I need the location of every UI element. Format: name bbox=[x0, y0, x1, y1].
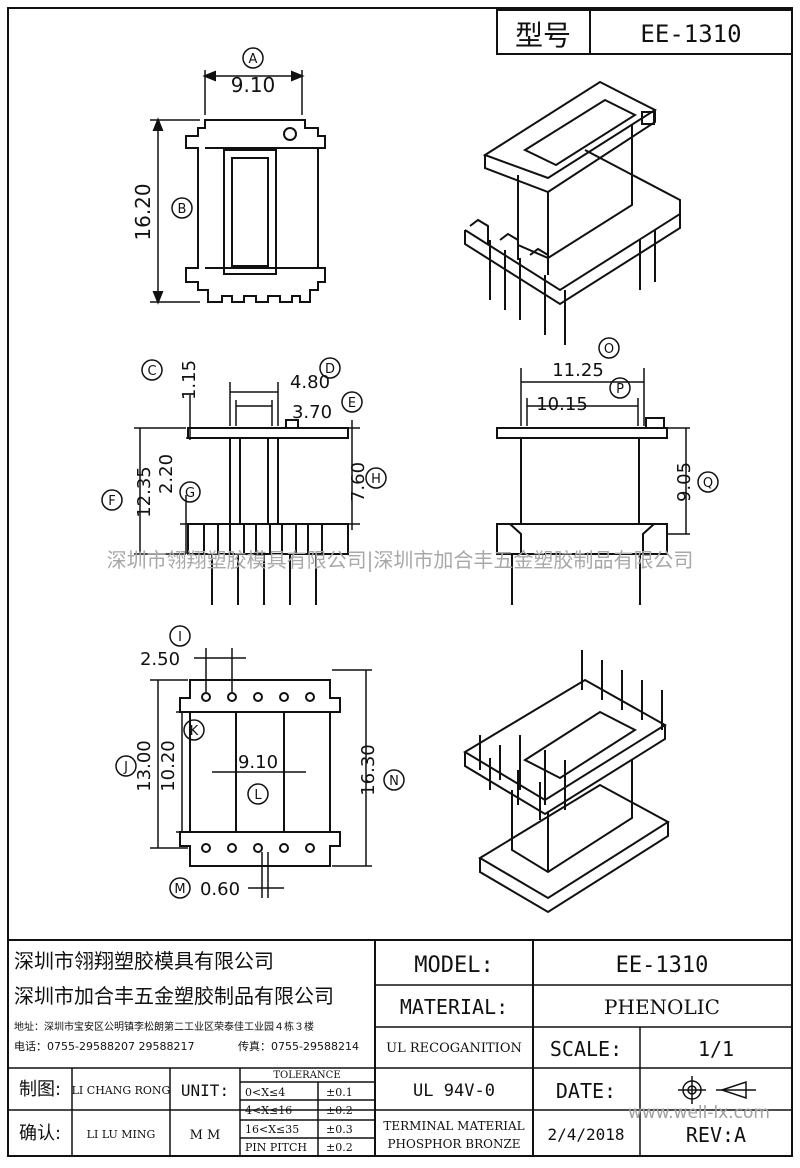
drawn-by-label: 制图: bbox=[19, 1079, 61, 1100]
dim-letter-e: E bbox=[348, 396, 356, 411]
dim-value-g: 2.20 bbox=[156, 454, 177, 494]
company-address: 地址：深圳市宝安区公明镇李松朗第二工业区荣泰佳工业园４栋３楼 bbox=[14, 1020, 314, 1033]
dim-value-o: 11.25 bbox=[552, 360, 604, 381]
company-fax: 传真：0755-29588214 bbox=[238, 1039, 359, 1053]
checked-by-value: LI LU MING bbox=[87, 1128, 156, 1141]
dim-letter-i: I bbox=[178, 630, 182, 645]
tolerance-value-2: ±0.2 bbox=[326, 1104, 353, 1117]
dim-value-j: 13.00 bbox=[134, 740, 155, 792]
terminal-material-value: PHOSPHOR BRONZE bbox=[387, 1137, 520, 1151]
tolerance-range-2: 4<X≤16 bbox=[245, 1104, 292, 1117]
unit-value: M M bbox=[190, 1128, 221, 1143]
unit-label: UNIT: bbox=[181, 1081, 229, 1100]
dim-letter-a: A bbox=[249, 52, 258, 67]
header-model-box: 型号 EE-1310 bbox=[496, 9, 793, 55]
drawn-by-value: LI CHANG RONG bbox=[72, 1084, 171, 1097]
ul-value: UL 94V-0 bbox=[413, 1081, 495, 1101]
dim-value-a: 9.10 bbox=[231, 73, 276, 97]
iso-view-top bbox=[464, 80, 681, 345]
sheet-border bbox=[7, 7, 793, 1157]
ul-label: UL RECOGANITION bbox=[386, 1041, 522, 1056]
dim-value-m: 0.60 bbox=[200, 879, 240, 900]
company-name-1: 深圳市翎翔塑胶模具有限公司 bbox=[14, 949, 274, 973]
bottom-view bbox=[115, 625, 405, 899]
dim-letter-j: J bbox=[123, 760, 128, 775]
dim-letter-m: M bbox=[174, 882, 185, 897]
tolerance-range-3: 16<X≤35 bbox=[245, 1123, 299, 1136]
material-label: MATERIAL: bbox=[400, 995, 508, 1019]
dim-value-l: 9.10 bbox=[238, 752, 278, 773]
dim-value-q: 9.05 bbox=[674, 462, 695, 502]
dim-letter-q: Q bbox=[703, 476, 713, 491]
dim-letter-n: N bbox=[389, 774, 399, 789]
scale-value: 1/1 bbox=[698, 1037, 734, 1061]
dim-letter-k: K bbox=[190, 724, 199, 739]
title-block-grid bbox=[8, 939, 792, 1156]
top-view bbox=[150, 47, 326, 305]
revision: REV:A bbox=[686, 1123, 746, 1147]
dim-value-h: 7.60 bbox=[348, 462, 369, 502]
side-view bbox=[496, 337, 719, 605]
date-value: 2/4/2018 bbox=[547, 1125, 624, 1144]
tolerance-value-1: ±0.1 bbox=[326, 1086, 353, 1099]
dim-letter-l: L bbox=[254, 788, 262, 803]
dim-value-p: 10.15 bbox=[536, 394, 588, 415]
dim-value-e: 3.70 bbox=[292, 402, 332, 423]
projection-symbol-icon bbox=[678, 1076, 756, 1104]
scale-label: SCALE: bbox=[550, 1037, 622, 1061]
watermark-site: www.well-lx.com bbox=[628, 1103, 770, 1123]
header-model-value: EE-1310 bbox=[640, 20, 741, 48]
dim-letter-o: O bbox=[604, 342, 614, 357]
company-phone: 电话：0755-29588207 29588217 bbox=[14, 1040, 194, 1053]
watermark-text: 深圳市翎翔塑胶模具有限公司|深圳市加合丰五金塑胶制品有限公司 bbox=[107, 548, 694, 572]
dim-letter-p: P bbox=[616, 382, 624, 397]
dim-value-c: 1.15 bbox=[179, 360, 200, 400]
dim-letter-h: H bbox=[371, 472, 381, 487]
dim-letter-g: G bbox=[185, 486, 195, 501]
tolerance-value-3: ±0.3 bbox=[326, 1123, 353, 1136]
tolerance-range-4: PIN PITCH bbox=[245, 1141, 307, 1154]
date-label: DATE: bbox=[556, 1079, 616, 1103]
dim-value-i: 2.50 bbox=[140, 649, 180, 670]
checked-by-label: 确认: bbox=[19, 1123, 61, 1144]
dim-letter-d: D bbox=[325, 362, 335, 377]
company-name-2: 深圳市加合丰五金塑胶制品有限公司 bbox=[14, 984, 334, 1008]
dim-value-d: 4.80 bbox=[290, 372, 330, 393]
model-value: EE-1310 bbox=[616, 953, 709, 978]
front-view bbox=[101, 357, 387, 605]
material-value: PHENOLIC bbox=[604, 995, 720, 1019]
iso-view-bottom bbox=[463, 650, 670, 914]
model-label: MODEL: bbox=[414, 953, 493, 978]
dim-value-b: 16.20 bbox=[131, 183, 155, 240]
terminal-material-label: TERMINAL MATERIAL bbox=[383, 1119, 524, 1133]
header-model-label: 型号 bbox=[515, 19, 571, 52]
dim-letter-b: B bbox=[178, 202, 187, 217]
tolerance-range-1: 0<X≤4 bbox=[245, 1086, 285, 1099]
dim-value-k: 10.20 bbox=[158, 740, 179, 792]
dim-value-n: 16.30 bbox=[358, 744, 379, 796]
dim-letter-c: C bbox=[147, 364, 156, 379]
dim-value-f: 12.35 bbox=[134, 466, 155, 518]
dim-letter-f: F bbox=[108, 494, 115, 509]
tolerance-title: TOLERANCE bbox=[273, 1070, 340, 1081]
tolerance-value-4: ±0.2 bbox=[326, 1141, 353, 1154]
